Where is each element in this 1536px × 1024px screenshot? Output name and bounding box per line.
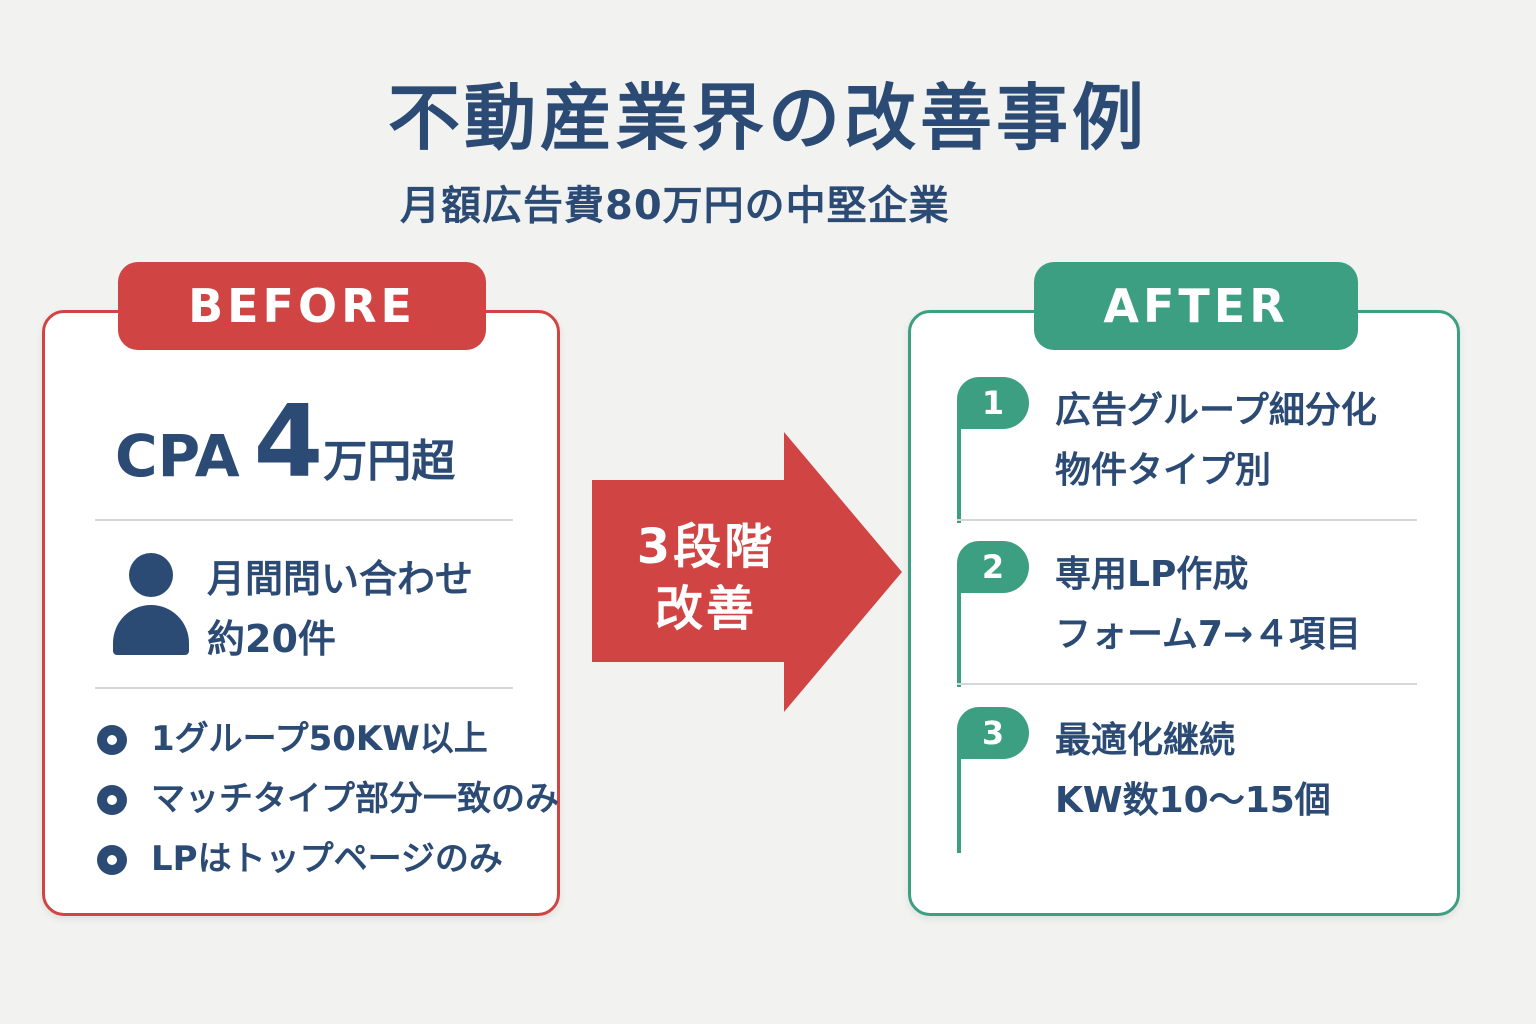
divider [95, 519, 513, 521]
person-icon [111, 553, 191, 661]
bullet-circle-icon [97, 785, 127, 815]
step-number-flag: 1 [957, 377, 1029, 429]
step-text: 最適化継続 KW数10～15個 [1055, 720, 1331, 821]
before-issue-list: 1グループ50KW以上 マッチタイプ部分一致のみ LPはトップページのみ [97, 709, 559, 889]
list-item: 1グループ50KW以上 [97, 709, 559, 769]
step-3: 3 最適化継続 KW数10～15個 [957, 707, 1427, 857]
step-number-flag: 3 [957, 707, 1029, 759]
step-text: 広告グループ細分化 物件タイプ別 [1055, 390, 1377, 491]
inquiries-label: 月間問い合わせ [207, 557, 474, 601]
after-card: 1 広告グループ細分化 物件タイプ別 2 専用LP作成 フォーム7→４項目 3 … [908, 310, 1460, 916]
right-arrow-icon [592, 432, 902, 712]
flag-pole [957, 755, 961, 853]
inquiries-value: 約20件 [207, 617, 336, 661]
arrow-label: 3段階 改善 [596, 516, 816, 640]
before-label-tab: BEFORE [118, 262, 486, 350]
arrow-label-line2: 改善 [654, 581, 757, 637]
monthly-inquiries: 月間問い合わせ 約20件 [207, 549, 473, 669]
page-title: 不動産業界の改善事例 [387, 76, 1148, 160]
cpa-number: 4 [253, 383, 324, 500]
step-1: 1 広告グループ細分化 物件タイプ別 [957, 377, 1427, 527]
cpa-label: CPA [115, 422, 240, 490]
bullet-circle-icon [97, 725, 127, 755]
divider [957, 519, 1417, 521]
list-item: マッチタイプ部分一致のみ [97, 769, 559, 829]
step-number-flag: 2 [957, 541, 1029, 593]
bullet-circle-icon [97, 845, 127, 875]
after-label-tab: AFTER [1034, 262, 1358, 350]
step-text: 専用LP作成 フォーム7→４項目 [1055, 554, 1362, 655]
cpa-unit: 万円超 [323, 436, 456, 487]
page-subtitle: 月額広告費80万円の中堅企業 [400, 183, 950, 229]
flag-pole [957, 589, 961, 687]
step-2: 2 専用LP作成 フォーム7→４項目 [957, 541, 1427, 691]
flag-pole [957, 425, 961, 523]
divider [957, 683, 1417, 685]
divider [95, 687, 513, 689]
list-item: LPはトップページのみ [97, 829, 559, 889]
arrow-label-line1: 3段階 [636, 519, 776, 575]
